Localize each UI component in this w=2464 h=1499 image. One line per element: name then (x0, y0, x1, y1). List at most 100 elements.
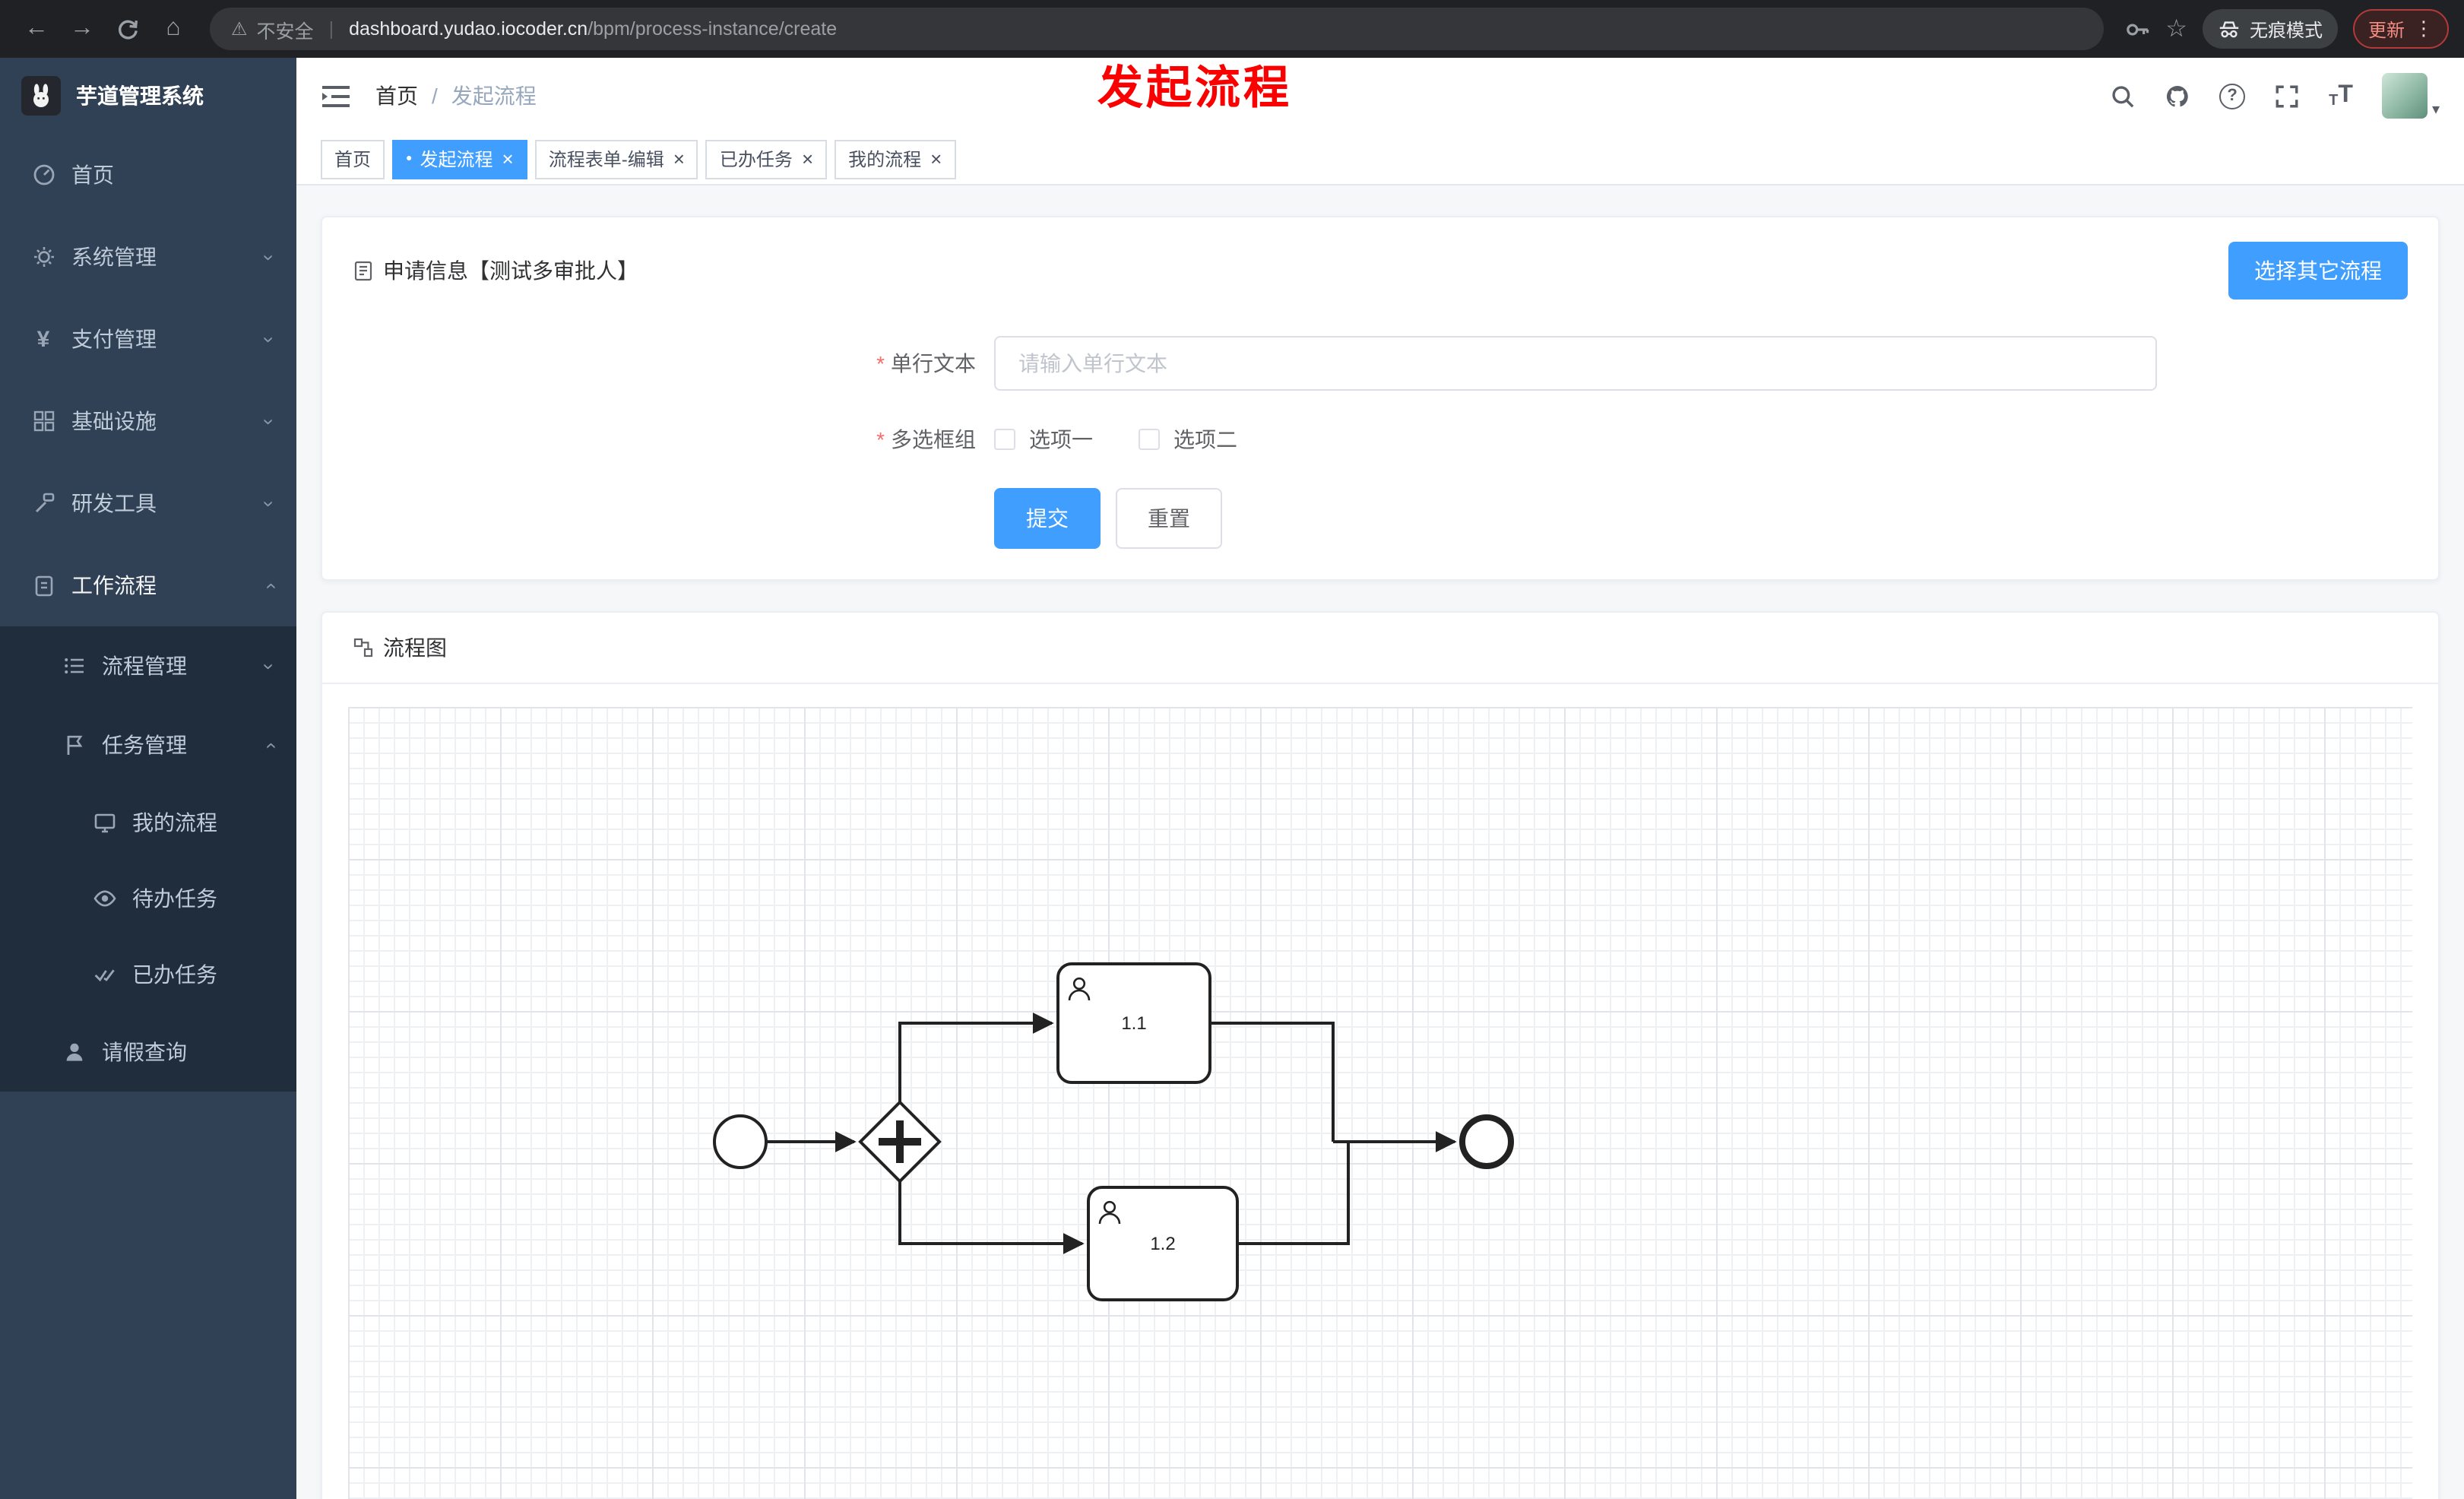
process-diagram-card: 流程图 (321, 611, 2440, 1499)
sidebar-item-label: 请假查询 (102, 1040, 187, 1064)
breadcrumb-separator: / (432, 84, 438, 108)
tab-start-process[interactable]: ● 发起流程 × (392, 139, 527, 179)
flow-gateway-to-task2 (898, 1181, 1085, 1254)
sidebar-item-workflow[interactable]: 工作流程 › (0, 544, 296, 626)
incognito-label: 无痕模式 (2249, 19, 2323, 40)
close-icon[interactable]: × (673, 147, 685, 170)
github-icon[interactable] (2165, 83, 2190, 109)
clipboard-icon (30, 572, 56, 598)
security-label[interactable]: 不安全 (256, 21, 314, 42)
sidebar-item-label: 我的流程 (132, 810, 217, 835)
plus-icon (879, 1120, 921, 1163)
address-bar[interactable]: ⚠ 不安全 | dashboard.yudao.iocoder.cn/bpm/p… (210, 8, 2104, 50)
close-icon[interactable]: × (930, 147, 942, 170)
bookmark-star-icon[interactable]: ☆ (2165, 17, 2187, 43)
tab-home[interactable]: 首页 (321, 139, 385, 179)
required-mark: * (876, 427, 885, 452)
sidebar-item-label: 已办任务 (132, 962, 217, 987)
url-text[interactable]: dashboard.yudao.iocoder.cn/bpm/process-i… (349, 18, 837, 40)
checkbox-option-1[interactable]: 选项一 (994, 424, 1093, 455)
sidebar-toggle-button[interactable] (321, 82, 354, 109)
tools-icon (30, 490, 56, 516)
sidebar-item-label: 待办任务 (132, 886, 217, 911)
flow-task1-merge (1210, 1022, 1335, 1142)
sidebar: 芋道管理系统 首页 系统管理 › ¥ 支付管理 › 基础设施 › (0, 58, 296, 1499)
checkbox-icon[interactable] (1139, 429, 1160, 450)
fullscreen-icon[interactable] (2274, 83, 2300, 109)
sidebar-item-label: 流程管理 (102, 654, 187, 678)
chevron-down-icon: › (257, 253, 280, 261)
sidebar-item-home[interactable]: 首页 (0, 134, 296, 216)
tab-label: 已办任务 (719, 149, 793, 170)
document-icon (354, 261, 372, 281)
browser-menu-icon[interactable]: ⋮ (2414, 17, 2434, 40)
logo-avatar-icon (21, 76, 61, 116)
chevron-down-icon: › (257, 662, 280, 670)
sidebar-item-system[interactable]: 系统管理 › (0, 216, 296, 298)
reset-button[interactable]: 重置 (1116, 488, 1222, 549)
checkbox-option-2[interactable]: 选项二 (1139, 424, 1237, 455)
chrome-update-button[interactable]: 更新 ⋮ (2352, 9, 2449, 49)
sidebar-item-label: 任务管理 (102, 733, 187, 757)
task-label: 1.1 (1121, 1013, 1146, 1034)
person-icon (61, 1039, 87, 1065)
browser-home-button[interactable]: ⌂ (166, 15, 181, 41)
tab-process-form-edit[interactable]: 流程表单-编辑 × (534, 139, 698, 179)
help-icon[interactable]: ? (2219, 83, 2246, 109)
warning-icon: ⚠ (231, 18, 248, 40)
sidebar-item-label: 系统管理 (71, 245, 157, 269)
search-icon[interactable] (2110, 83, 2136, 109)
sidebar-item-todo-tasks[interactable]: 待办任务 (0, 860, 296, 936)
annotation-title: 发起流程 (1097, 64, 1292, 114)
url-separator: | (328, 18, 334, 40)
chevron-down-icon: › (257, 499, 280, 507)
avatar[interactable] (2381, 73, 2428, 119)
app-logo: 芋道管理系统 (0, 58, 296, 134)
browser-reload-button[interactable] (106, 8, 149, 50)
tab-done-tasks[interactable]: 已办任务 × (705, 139, 828, 179)
sidebar-item-my-process[interactable]: 我的流程 (0, 784, 296, 860)
url-domain: dashboard.yudao.iocoder.cn (349, 18, 588, 40)
incognito-badge: 无痕模式 (2202, 9, 2338, 49)
bpmn-canvas[interactable]: 1.1 1.2 (348, 707, 2412, 1499)
monitor-icon (91, 810, 117, 835)
card-title: 流程图 (353, 632, 447, 663)
sidebar-item-done-tasks[interactable]: 已办任务 (0, 936, 296, 1013)
checkbox-icon[interactable] (994, 429, 1015, 450)
tab-my-process[interactable]: 我的流程 × (835, 139, 956, 179)
tab-label: 我的流程 (848, 149, 922, 170)
url-path: /bpm/process-instance/create (587, 18, 838, 40)
hamburger-icon (322, 85, 350, 106)
close-icon[interactable]: × (801, 147, 814, 170)
sidebar-item-infrastructure[interactable]: 基础设施 › (0, 380, 296, 462)
browser-back-button[interactable]: ← (24, 15, 49, 41)
chevron-up-icon: › (257, 741, 280, 749)
tab-label: 首页 (334, 149, 372, 170)
browser-forward-button[interactable]: → (70, 15, 94, 41)
sidebar-item-process-management[interactable]: 流程管理 › (0, 626, 296, 705)
password-key-icon[interactable] (2124, 16, 2150, 42)
checkbox-label: 选项二 (1173, 427, 1237, 452)
breadcrumb-home[interactable]: 首页 (375, 84, 418, 108)
sidebar-item-leave-query[interactable]: 请假查询 (0, 1013, 296, 1092)
choose-other-process-button[interactable]: 选择其它流程 (2228, 242, 2408, 299)
incognito-icon (2219, 21, 2239, 37)
task-label: 1.2 (1150, 1234, 1175, 1254)
submit-button[interactable]: 提交 (994, 488, 1101, 549)
single-line-text-input[interactable] (994, 336, 2157, 391)
list-icon (61, 653, 87, 679)
sidebar-item-devtools[interactable]: 研发工具 › (0, 462, 296, 544)
user-task-node-1-2: 1.2 (1087, 1186, 1239, 1301)
sidebar-item-payment[interactable]: ¥ 支付管理 › (0, 298, 296, 380)
sidebar-item-task-management[interactable]: 任务管理 › (0, 705, 296, 784)
sidebar-item-label: 首页 (71, 163, 114, 187)
flow-gateway-to-task1 (898, 1013, 1054, 1102)
close-icon[interactable]: × (502, 147, 514, 170)
user-menu[interactable]: ▾ (2381, 73, 2440, 119)
user-task-icon (1098, 1200, 1121, 1225)
yen-icon: ¥ (36, 326, 50, 352)
checkbox-group-label: *多选框组 (876, 427, 976, 452)
tab-label: 发起流程 (420, 149, 493, 170)
start-event-node (713, 1114, 768, 1169)
